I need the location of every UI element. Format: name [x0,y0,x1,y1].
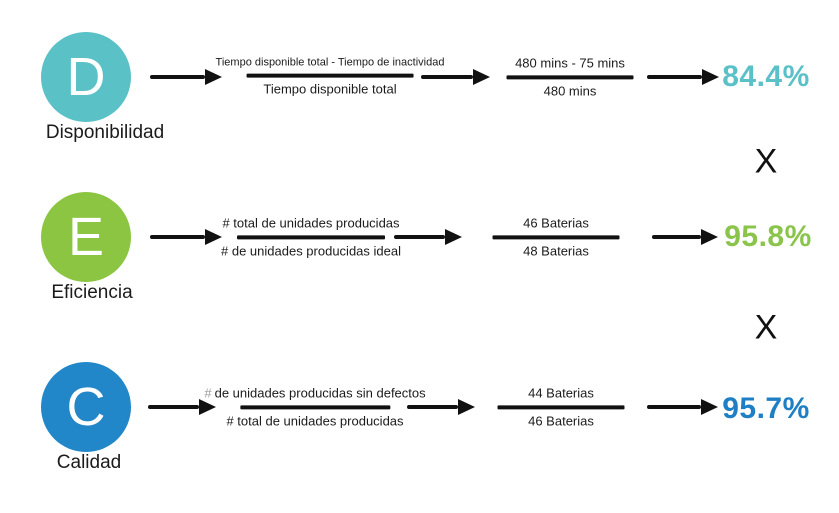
arrow-head [701,229,718,245]
fraction-denominator: 48 Baterias [523,243,589,258]
fraction-numerator-text: de unidades producidas sin defectos [214,385,426,401]
fraction-bar [492,235,620,239]
fraction-bar [237,235,385,239]
fraction-denominator: # total de unidades producidas [226,413,404,428]
fraction-bar [240,405,390,409]
formula-fraction-calidad: #de unidades producidas sin defectos # t… [204,385,425,428]
arrow-head [701,399,718,415]
fraction-numerator: 44 Baterias [528,385,594,401]
metric-label-calidad: Calidad [56,452,122,473]
fraction-denominator: 480 mins [543,83,597,98]
arrow-shaft [421,75,473,79]
metric-label-disponibilidad: Disponibilidad [45,122,165,143]
fraction-denominator: # de unidades producidas ideal [221,243,401,258]
arrow-icon [652,229,718,245]
metric-circle-disponibilidad: D [41,32,131,122]
arrow-icon [407,399,475,415]
metric-letter: E [67,207,105,267]
fraction-bar [506,75,634,79]
arrow-icon [647,69,719,85]
fraction-numerator: #de unidades producidas sin defectos [204,385,425,401]
metric-circle-calidad: C [41,362,131,452]
values-fraction-eficiencia: 46 Baterias 48 Baterias [492,215,620,258]
values-fraction-calidad: 44 Baterias 46 Baterias [497,385,625,428]
arrow-head [473,69,490,85]
arrow-shaft [150,75,205,79]
values-fraction-disponibilidad: 480 mins - 75 mins 480 mins [506,55,634,98]
arrow-head [199,399,216,415]
arrow-head [205,69,222,85]
fraction-bar [497,405,625,409]
arrow-head [702,69,719,85]
arrow-icon [150,229,222,245]
arrow-shaft [150,235,205,239]
fraction-bar [246,73,414,78]
fraction-numerator: 46 Baterias [523,215,589,231]
fraction-denominator: 46 Baterias [528,413,594,428]
arrow-head [445,229,462,245]
arrow-head [458,399,475,415]
metric-label-eficiencia: Eficiencia [51,282,133,303]
arrow-icon [394,229,462,245]
arrow-shaft [407,405,458,409]
arrow-shaft [647,75,702,79]
arrow-shaft [652,235,701,239]
arrow-icon [421,69,490,85]
metric-letter: C [66,377,106,437]
arrow-shaft [148,405,199,409]
arrow-head [205,229,222,245]
metric-circle-eficiencia: E [41,192,131,282]
arrow-icon [150,69,222,85]
multiply-symbol: X [754,142,778,181]
result-percentage-disponibilidad: 84.4% [722,60,810,93]
hash-symbol: # [204,385,212,401]
arrow-shaft [394,235,445,239]
fraction-numerator: 480 mins - 75 mins [515,55,625,71]
fraction-numerator: Tiempo disponible total - Tiempo de inac… [215,56,445,69]
formula-fraction-eficiencia: # total de unidades producidas # de unid… [221,215,401,258]
formula-fraction-disponibilidad: Tiempo disponible total - Tiempo de inac… [216,57,445,98]
fraction-numerator: # total de unidades producidas [222,215,400,231]
result-percentage-eficiencia: 95.8% [724,220,812,253]
multiply-symbol: X [754,308,778,347]
result-percentage-calidad: 95.7% [722,392,810,425]
arrow-icon [647,399,718,415]
arrow-icon [148,399,216,415]
fraction-denominator: Tiempo disponible total [263,81,397,97]
arrow-shaft [647,405,701,409]
metric-letter: D [66,47,106,107]
